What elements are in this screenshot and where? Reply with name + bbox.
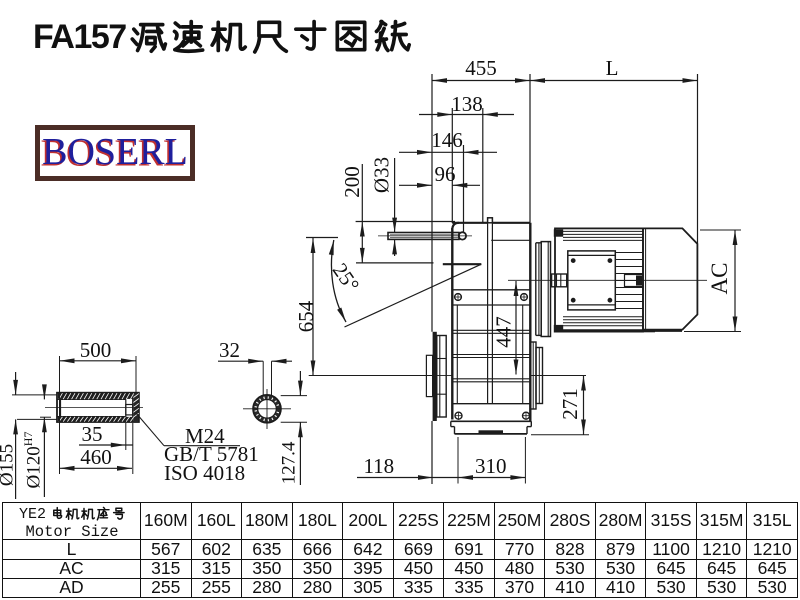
svg-text:YE2: YE2 bbox=[19, 506, 46, 523]
svg-text:Ø33: Ø33 bbox=[370, 157, 394, 193]
svg-text:25°: 25° bbox=[328, 259, 365, 297]
svg-text:Ø155: Ø155 bbox=[0, 444, 18, 486]
svg-text:500: 500 bbox=[80, 338, 112, 362]
svg-text:96: 96 bbox=[435, 162, 456, 186]
svg-text:138: 138 bbox=[451, 92, 483, 116]
svg-text:ISO 4018: ISO 4018 bbox=[164, 461, 245, 485]
svg-text:146: 146 bbox=[431, 128, 463, 152]
svg-text:271: 271 bbox=[558, 388, 582, 420]
svg-text:GB/T 5781: GB/T 5781 bbox=[164, 442, 259, 466]
svg-text:M24: M24 bbox=[185, 424, 225, 448]
svg-text:Motor Size: Motor Size bbox=[25, 523, 118, 538]
svg-text:35: 35 bbox=[82, 422, 103, 446]
svg-text:AC: AC bbox=[707, 263, 732, 295]
svg-text:127.4: 127.4 bbox=[279, 441, 300, 484]
svg-text:L: L bbox=[606, 56, 619, 80]
svg-text:460: 460 bbox=[80, 445, 112, 469]
svg-text:Ø120H7: Ø120H7 bbox=[21, 432, 45, 489]
svg-text:200: 200 bbox=[340, 166, 364, 198]
svg-text:455: 455 bbox=[465, 56, 497, 80]
svg-text:447: 447 bbox=[492, 316, 516, 348]
svg-text:32: 32 bbox=[219, 338, 240, 362]
svg-text:654: 654 bbox=[294, 300, 318, 332]
svg-text:118: 118 bbox=[363, 454, 394, 478]
svg-text:310: 310 bbox=[475, 454, 507, 478]
